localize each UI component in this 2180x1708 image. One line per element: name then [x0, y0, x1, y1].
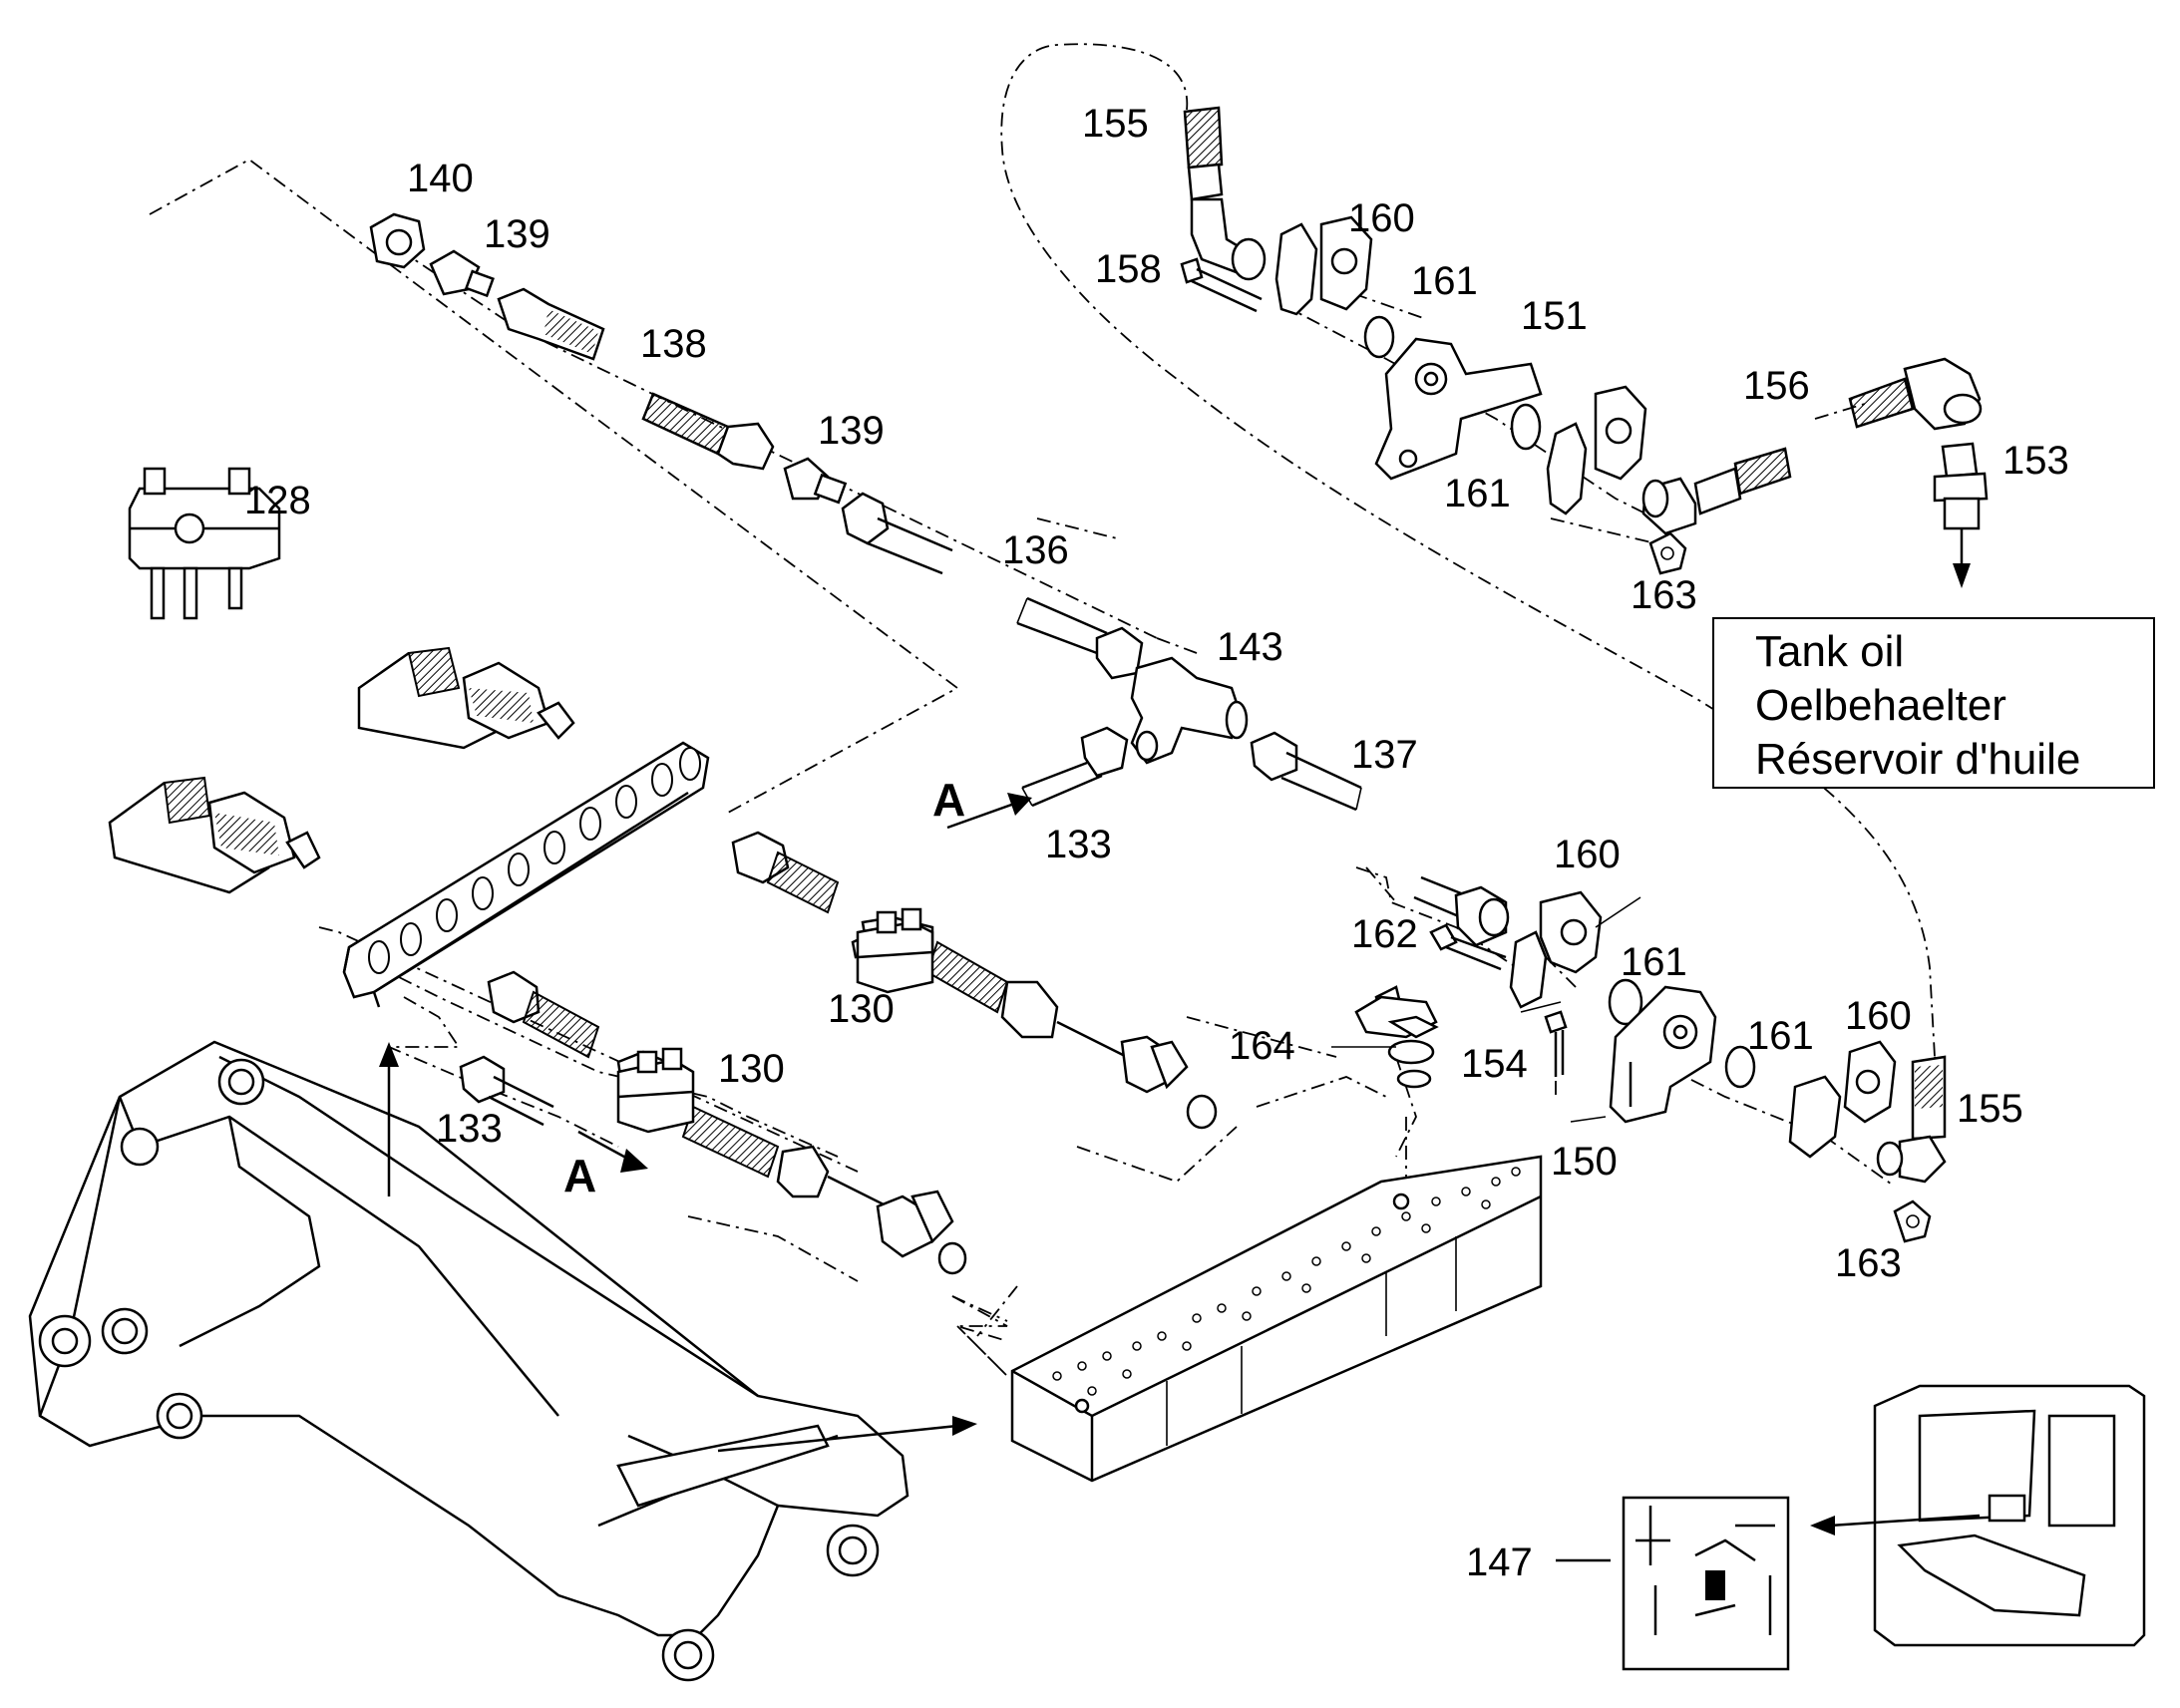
cab-outline: [1810, 1384, 2146, 1647]
leader-lines: [1331, 896, 1641, 1123]
hose-138: [641, 392, 775, 471]
oring-161-mid: [1510, 403, 1542, 451]
clamp-130-upper: [856, 907, 934, 994]
callout-160-middle: 160: [1554, 833, 1621, 876]
hose-156-right: [1848, 357, 1983, 431]
adapter-153: [1933, 442, 1989, 588]
callout-136: 136: [1002, 528, 1069, 572]
callout-160-upper: 160: [1348, 196, 1415, 240]
bolt-154: [1544, 1010, 1568, 1077]
callout-161-right: 161: [1747, 1014, 1814, 1058]
fitting-139-lower: [783, 457, 848, 505]
hose-assembly-upper: [731, 831, 1218, 1130]
boom-up-arrow: [379, 1042, 399, 1196]
pipe-137: [1250, 731, 1362, 812]
view-arrow-a-lower: [577, 1130, 648, 1173]
tank-oil-label-de: Oelbehaelter: [1755, 681, 2006, 730]
callout-155-lower: 155: [1957, 1087, 2023, 1131]
callout-140: 140: [407, 157, 474, 200]
nut-163-lower: [1893, 1199, 1932, 1243]
callout-154: 154: [1461, 1042, 1528, 1086]
callout-164: 164: [1229, 1024, 1295, 1068]
clamp-128: [128, 467, 281, 620]
callout-133-upper: 133: [1045, 823, 1112, 866]
callout-150: 150: [1551, 1140, 1618, 1184]
view-marker-a-upper: A: [932, 774, 965, 826]
oring-161-lower: [1608, 978, 1643, 1026]
pipe-133-lower: [459, 1055, 554, 1127]
callout-155-upper: 155: [1082, 102, 1149, 146]
pipe-136: [841, 492, 1144, 680]
nut-163-upper: [1648, 531, 1687, 575]
pipe-upper-flange: [1413, 875, 1510, 947]
screw-162: [1429, 923, 1507, 971]
callout-147: 147: [1466, 1540, 1533, 1584]
split-flange-164: [1354, 995, 1439, 1089]
callout-139-upper: 139: [484, 212, 550, 256]
callout-156: 156: [1743, 364, 1810, 408]
callout-151: 151: [1521, 294, 1588, 338]
bracket-plate: [342, 741, 710, 1008]
assembly-centerlines: [149, 43, 1976, 1377]
decal-147: [1556, 1496, 1790, 1671]
valve-block: [1010, 1155, 1543, 1483]
callout-128: 128: [244, 479, 311, 522]
quick-couplers: [108, 646, 575, 894]
tee-fitting-143: [1130, 656, 1249, 765]
clamp-130-lower: [616, 1047, 695, 1134]
oring-161-upper: [1363, 315, 1395, 359]
boom-arm: [28, 1040, 977, 1682]
callout-163-lower: 163: [1835, 1241, 1902, 1285]
callout-143: 143: [1217, 625, 1283, 669]
callout-130-lower: 130: [718, 1047, 785, 1091]
hose-155-upper: [1183, 106, 1267, 281]
view-marker-a-lower: A: [563, 1150, 596, 1201]
callout-161-lower: 161: [1621, 940, 1687, 984]
callout-158: 158: [1095, 247, 1162, 291]
nut-140: [369, 212, 426, 269]
tank-oil-box: [1712, 617, 2155, 789]
callout-153: 153: [2002, 439, 2069, 483]
callout-133-lower: 133: [436, 1107, 503, 1151]
hose-156: [1641, 447, 1792, 535]
hose-end-155-lower: [1876, 1055, 1947, 1184]
callout-137: 137: [1351, 733, 1418, 777]
flange-block-150: [1609, 985, 1717, 1124]
callout-138: 138: [640, 322, 707, 366]
callout-139-lower: 139: [818, 409, 885, 453]
flange-half-160-upper: [1274, 215, 1373, 316]
fitting-139-upper: [429, 249, 495, 298]
callout-162: 162: [1351, 912, 1418, 956]
callout-161-mid: 161: [1444, 472, 1511, 515]
view-arrow-a-upper: [946, 793, 1032, 830]
callout-labels: 128 130 130 133 133 136 137 138 139 139 …: [244, 102, 2080, 1584]
callout-163-upper: 163: [1631, 573, 1697, 617]
flange-half-160-right: [1788, 1040, 1897, 1159]
callout-160-right: 160: [1845, 994, 1912, 1038]
tank-oil-label-fr: Réservoir d'huile: [1755, 735, 2080, 784]
callout-130-upper: 130: [828, 987, 895, 1031]
oring-161-right: [1724, 1045, 1756, 1089]
pipe-133-upper: [1021, 726, 1129, 808]
flange-half-160-mid: [1546, 385, 1647, 515]
tank-oil-label-en: Tank oil: [1755, 627, 1904, 676]
callout-161-upper: 161: [1411, 259, 1478, 303]
hose-end-upper: [497, 287, 605, 361]
bracket-151: [1374, 337, 1543, 481]
bolt-158: [1180, 257, 1263, 313]
